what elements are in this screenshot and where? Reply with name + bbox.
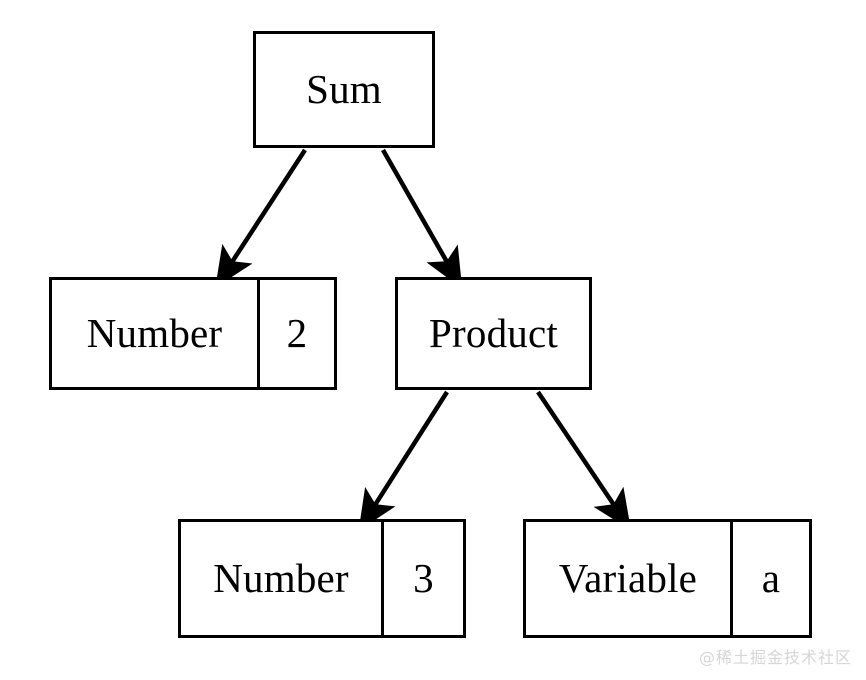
- edge-sum-to-product: [381, 148, 463, 289]
- node-sum[interactable]: Sum: [253, 31, 435, 148]
- node-number-3[interactable]: Number 3: [178, 519, 466, 638]
- edge-product-to-variable: [536, 390, 632, 531]
- edge-product-to-number3: [358, 390, 449, 531]
- watermark: @稀土掘金技术社区: [698, 648, 852, 667]
- node-variable[interactable]: Variable a: [523, 519, 812, 638]
- node-sum-label: Sum: [306, 66, 382, 112]
- node-product[interactable]: Product: [395, 277, 592, 390]
- node-number-2-label: Number: [86, 310, 223, 356]
- node-variable-label: Variable: [558, 555, 698, 601]
- node-variable-value: a: [730, 522, 809, 635]
- node-number-2[interactable]: Number 2: [49, 277, 337, 390]
- edge-sum-to-number2: [215, 148, 307, 288]
- node-number-3-label: Number: [213, 555, 349, 601]
- node-number-3-value: 3: [381, 522, 463, 635]
- node-product-label: Product: [429, 310, 558, 356]
- node-number-2-value: 2: [257, 280, 334, 387]
